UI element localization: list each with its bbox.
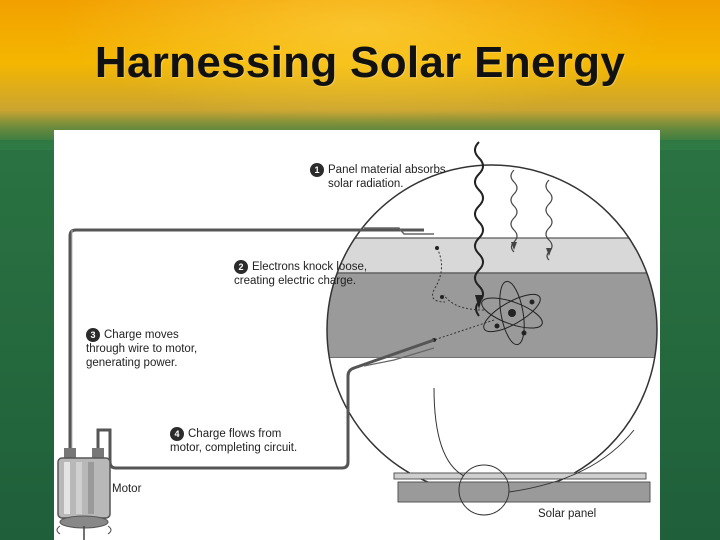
step-3-label: 3 Charge moves through wire to motor, gen… <box>86 328 197 370</box>
diagram-panel: 1 Panel material absorbs solar radiation.… <box>54 130 660 540</box>
step-3-badge: 3 <box>86 328 100 342</box>
step-2-badge: 2 <box>234 260 248 274</box>
electron-path-1 <box>432 247 446 303</box>
top-layer <box>327 237 657 274</box>
step-1-line2: solar radiation. <box>328 178 404 190</box>
step-1-label: 1 Panel material absorbs solar radiation. <box>310 163 446 191</box>
step-2-label: 2 Electrons knock loose, creating electri… <box>234 260 367 288</box>
zoom-line-left <box>433 387 465 477</box>
step-4-line2: motor, completing circuit. <box>170 442 298 454</box>
zoom-line-right <box>508 429 635 493</box>
motor-icon <box>56 448 112 540</box>
magnified-view <box>327 165 657 495</box>
step-4-line1: Charge flows from <box>188 428 282 440</box>
solar-diagram <box>56 141 658 540</box>
motor-label: Motor <box>112 483 142 495</box>
wire-connector-bottom <box>363 347 435 367</box>
ray-2-arrowhead <box>511 242 517 250</box>
ray-2 <box>510 169 518 253</box>
step-3-line2: through wire to motor, <box>86 343 198 355</box>
wire-connector-top <box>364 227 434 235</box>
step-3-line1: Charge moves <box>104 329 179 341</box>
step-2-line1: Electrons knock loose, <box>252 261 368 273</box>
slide-title: Harnessing Solar Energy <box>94 38 626 87</box>
solar-panel-icon <box>393 464 651 516</box>
solar-panel-label: Solar panel <box>538 508 597 520</box>
electron-path-2 <box>443 294 485 311</box>
ray-3-arrowhead <box>546 248 552 256</box>
step-4-label: 4 Charge flows from motor, completing cir… <box>170 427 297 455</box>
step-3-line3: generating power. <box>86 357 178 369</box>
step-1-badge: 1 <box>310 163 324 177</box>
step-4-badge: 4 <box>170 427 184 441</box>
ray-main <box>474 141 484 317</box>
ray-main-arrowhead <box>475 295 483 309</box>
step-1-line1: Panel material absorbs <box>328 164 446 176</box>
atom-icon <box>481 280 543 346</box>
electron-path-3 <box>433 319 495 341</box>
step-2-line2: creating electric charge. <box>234 275 357 287</box>
